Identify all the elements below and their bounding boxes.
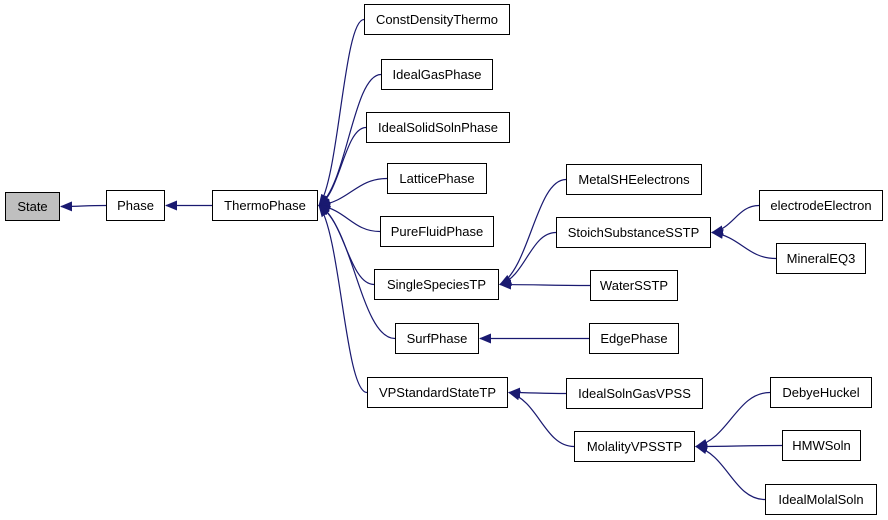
node-surfphase[interactable]: SurfPhase bbox=[395, 323, 479, 354]
edge-constdensitythermo-to-thermophase bbox=[318, 18, 365, 207]
node-singlespeciestp[interactable]: SingleSpeciesTP bbox=[374, 269, 499, 300]
edge-metalsheelectrons-to-singlespeciestp bbox=[499, 178, 567, 286]
edge-electrodeelectron-to-stoichsubstancesstp bbox=[711, 204, 760, 236]
edge-idealsolngasvpss-to-vpstandardstatetp bbox=[508, 387, 567, 398]
edge-surfphase-to-thermophase bbox=[318, 204, 396, 340]
node-constdensitythermo[interactable]: ConstDensityThermo bbox=[364, 4, 510, 35]
node-edgephase[interactable]: EdgePhase bbox=[589, 323, 679, 354]
edge-vpstandardstatetp-to-thermophase bbox=[318, 204, 368, 394]
node-idealsolidsolnphase[interactable]: IdealSolidSolnPhase bbox=[366, 112, 510, 143]
node-idealmolalsoln[interactable]: IdealMolalSoln bbox=[765, 484, 877, 515]
node-phase[interactable]: Phase bbox=[106, 190, 165, 221]
edge-mineraleq3-to-stoichsubstancesstp bbox=[711, 229, 777, 260]
node-thermophase[interactable]: ThermoPhase bbox=[212, 190, 318, 221]
edge-layer bbox=[60, 18, 783, 501]
node-idealsolngasvpss[interactable]: IdealSolnGasVPSS bbox=[566, 378, 703, 409]
node-waterssstp[interactable]: WaterSSTP bbox=[590, 270, 678, 301]
edge-idealgasphase-to-thermophase bbox=[318, 73, 382, 207]
node-stoichsubstancesstp[interactable]: StoichSubstanceSSTP bbox=[556, 217, 711, 248]
node-mineraleq3[interactable]: MineralEQ3 bbox=[776, 243, 866, 274]
edge-idealsolidsolnphase-to-thermophase bbox=[318, 126, 367, 207]
edge-idealmolalsoln-to-molalityvpsstp bbox=[695, 444, 766, 501]
node-vpstandardstatetp[interactable]: VPStandardStateTP bbox=[367, 377, 508, 408]
edge-phase-to-state bbox=[60, 201, 107, 212]
node-latticephase[interactable]: LatticePhase bbox=[387, 163, 487, 194]
edge-waterssstp-to-singlespeciestp bbox=[499, 279, 591, 290]
node-hmwsoln[interactable]: HMWSoln bbox=[782, 430, 861, 461]
node-electrodeelectron[interactable]: electrodeElectron bbox=[759, 190, 883, 221]
edge-hmwsoln-to-molalityvpsstp bbox=[695, 441, 783, 452]
edge-debyehuckel-to-molalityvpsstp bbox=[695, 391, 771, 449]
node-molalityvpsstp[interactable]: MolalityVPSSTP bbox=[574, 431, 695, 462]
node-idealgasphase[interactable]: IdealGasPhase bbox=[381, 59, 493, 90]
node-state[interactable]: State bbox=[5, 192, 60, 221]
edge-molalityvpsstp-to-vpstandardstatetp bbox=[508, 390, 575, 448]
node-debyehuckel[interactable]: DebyeHuckel bbox=[770, 377, 872, 408]
node-metalsheelectrons[interactable]: MetalSHEelectrons bbox=[566, 164, 702, 195]
node-purefluidphase[interactable]: PureFluidPhase bbox=[380, 216, 494, 247]
